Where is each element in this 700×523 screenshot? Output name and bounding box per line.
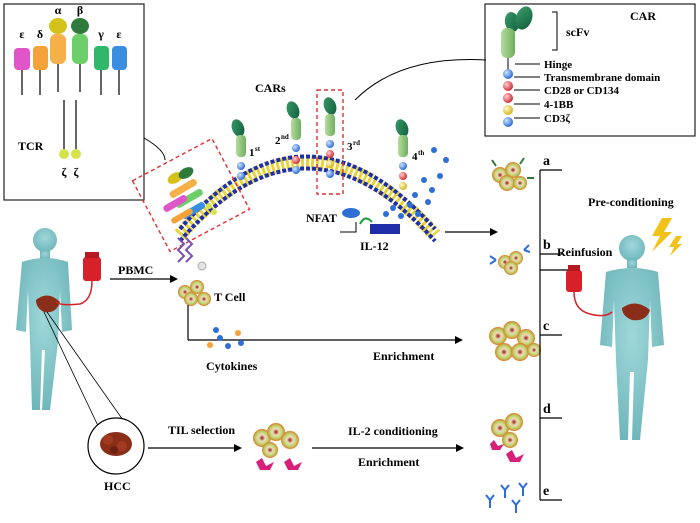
outcome-letter-c: c xyxy=(543,319,549,334)
car-41bb-label: 4-1BB xyxy=(544,99,574,111)
tcr-chain-label-6: ε xyxy=(116,27,121,41)
enrichment-top-label: Enrichment xyxy=(373,349,434,363)
car-cd3z-label: CD3ζ xyxy=(544,113,570,125)
car-generation-1 xyxy=(231,119,246,180)
tcell-label: T Cell xyxy=(214,290,246,304)
outcome-c-cluster xyxy=(489,321,541,361)
outcome-d-cluster xyxy=(490,413,524,462)
car-generation-3 xyxy=(316,89,344,195)
gen-2-num: 2 xyxy=(275,135,281,147)
tcr-zeta-label-1: ζ xyxy=(62,165,68,179)
recipient-figure xyxy=(600,235,664,440)
hcc-label: HCC xyxy=(104,479,131,493)
il12-particles xyxy=(383,147,449,219)
gen-2-sup: nd xyxy=(281,133,289,141)
car-panel: CAR scFv Hinge Transmembrane domain CD28… xyxy=(484,3,696,137)
outcome-letter-e: e xyxy=(543,484,549,499)
tcr-chain-label-4: β xyxy=(77,3,83,17)
outcome-bracket xyxy=(539,169,580,501)
car-title: CAR xyxy=(630,9,656,23)
tcr-connector xyxy=(143,137,166,161)
blood-bag-right xyxy=(566,265,613,317)
cytokines-label: Cytokines xyxy=(206,359,258,373)
tcr-title: TCR xyxy=(18,139,44,153)
lightning-icon xyxy=(652,218,682,256)
outcome-letter-d: d xyxy=(543,402,551,417)
cars-title: CARs xyxy=(255,81,286,95)
tcr-panel: ε δ α β γ ε ζ ζ TCR xyxy=(3,3,145,201)
gen-3-sup: rd xyxy=(353,139,360,147)
enrichment-bottom-label: Enrichment xyxy=(358,455,419,469)
il12-label: IL-12 xyxy=(360,239,389,253)
car-tm-label: Transmembrane domain xyxy=(544,72,660,84)
outcome-letter-b: b xyxy=(543,238,551,253)
nfat-label: NFAT xyxy=(306,211,337,225)
cytokine-particles xyxy=(207,327,244,349)
outcome-letter-a: a xyxy=(543,154,550,169)
il2-label: IL-2 conditioning xyxy=(348,424,438,438)
outcome-b-cluster xyxy=(489,244,531,275)
gen-1-sup: st xyxy=(255,145,261,153)
gen-3-num: 3 xyxy=(347,141,353,153)
patient-figure xyxy=(16,228,72,410)
car-generation-2 xyxy=(286,101,301,174)
tcr-chain-label-1: ε xyxy=(19,27,24,41)
outcome-e-antibodies xyxy=(485,482,528,513)
tcr-zeta-label-2: ζ xyxy=(74,165,80,179)
nfat-construct xyxy=(340,208,400,234)
outcome-a-cluster xyxy=(491,157,534,191)
membrane-tcr-cluster xyxy=(131,137,251,253)
gen-1-num: 1 xyxy=(249,147,255,159)
car-generation-4 xyxy=(395,119,409,190)
til-cluster xyxy=(253,423,302,470)
tcr-chain-label-2: δ xyxy=(37,27,43,41)
til-selection-label: TIL selection xyxy=(168,423,235,437)
car-hinge-label: Hinge xyxy=(544,59,572,71)
hcc-tumor xyxy=(87,417,145,475)
tcr-chain-label-5: γ xyxy=(97,27,104,41)
tcr-chain-label-3: α xyxy=(55,3,62,17)
tcr-chains xyxy=(14,18,127,159)
pbmc-label: PBMC xyxy=(118,263,153,277)
reinfusion-label: Reinfusion xyxy=(557,245,613,259)
car-scfv-label: scFv xyxy=(566,25,589,39)
car-connector xyxy=(354,59,487,101)
preconditioning-label: Pre-conditioning xyxy=(588,195,674,209)
gen-4-sup: th xyxy=(418,149,424,157)
gen-4-num: 4 xyxy=(412,151,418,163)
cell-membrane xyxy=(174,154,441,243)
blood-bag-left xyxy=(55,252,101,306)
car-cd28-label: CD28 or CD134 xyxy=(544,85,619,97)
tcell-cluster xyxy=(176,237,211,306)
